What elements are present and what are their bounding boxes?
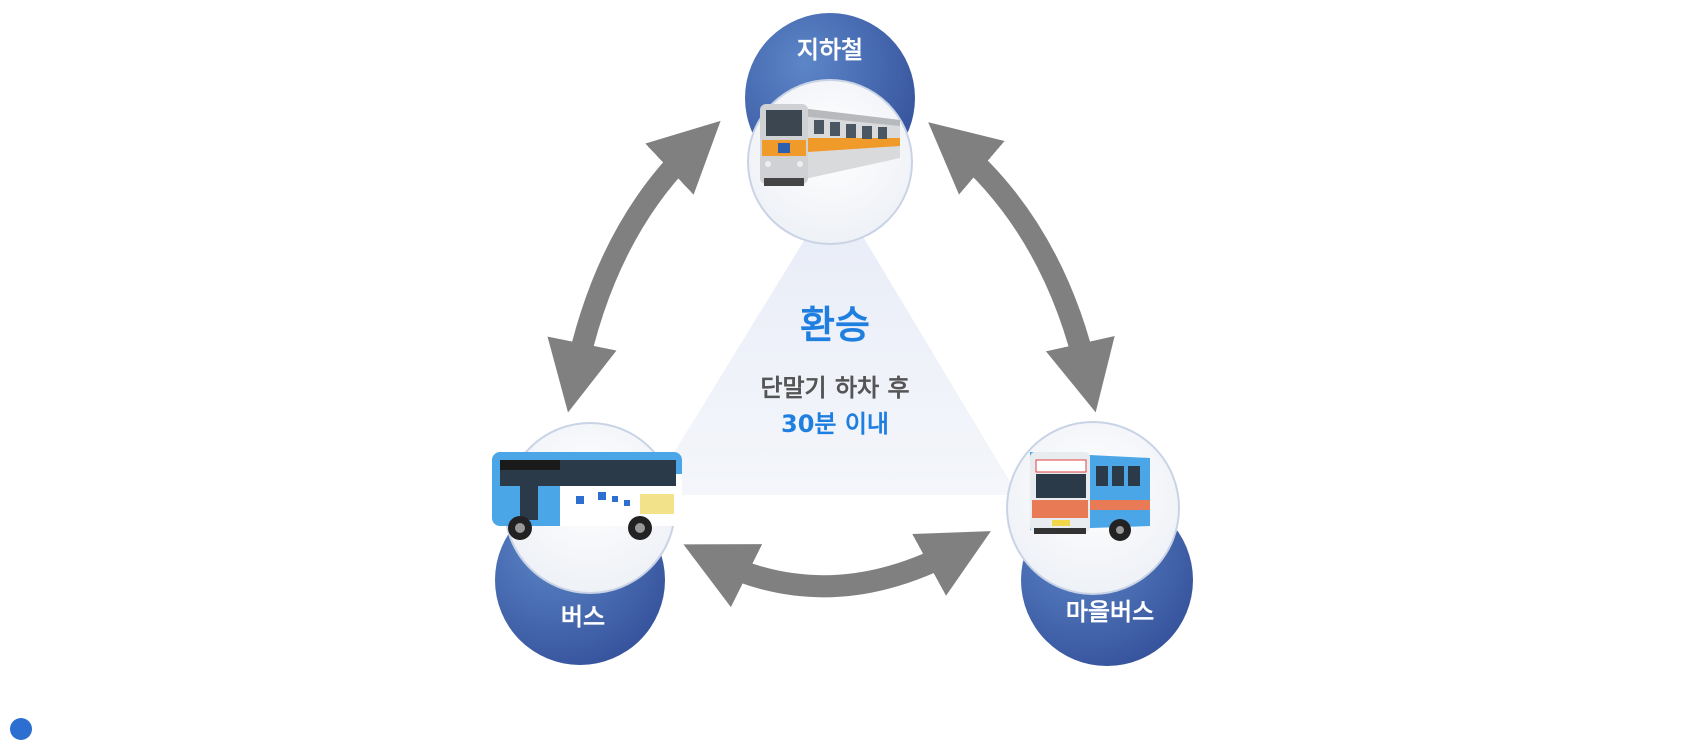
arrow-subway-bus bbox=[547, 120, 721, 413]
village-bus-icon bbox=[1030, 452, 1150, 541]
subway-label: 지하철 bbox=[797, 36, 863, 64]
village-bus-label: 마을버스 bbox=[1066, 598, 1154, 626]
bus-icon bbox=[492, 452, 682, 540]
bullet-icon bbox=[10, 718, 32, 740]
node-bus: 버스 bbox=[492, 422, 682, 665]
bus-label: 버스 bbox=[561, 603, 605, 631]
center-time-limit: 30분 이내 bbox=[781, 410, 889, 438]
node-village-bus: 마을버스 bbox=[1006, 421, 1193, 666]
subway-train-icon bbox=[760, 104, 900, 186]
center-triangle bbox=[648, 190, 1018, 495]
arrow-bus-village-bus bbox=[683, 531, 991, 608]
center-title: 환승 bbox=[800, 303, 870, 347]
node-subway: 지하철 bbox=[745, 13, 915, 245]
arrow-subway-village-bus bbox=[928, 122, 1115, 413]
center-subtitle: 단말기 하차 후 bbox=[760, 374, 909, 402]
